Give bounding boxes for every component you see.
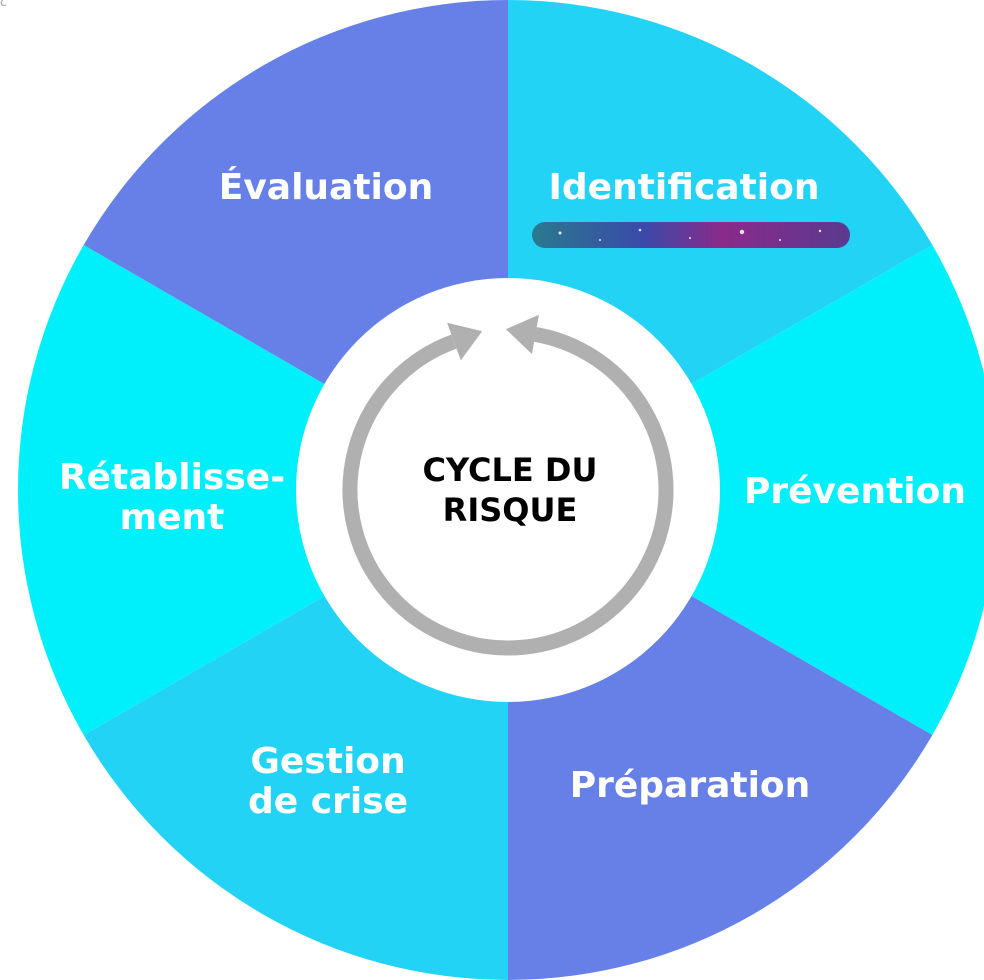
segment-label-gestion: Gestion de crise — [198, 742, 458, 822]
segment-label-retablissement-line2: ment — [119, 497, 225, 538]
segment-label-evaluation: Évaluation — [218, 167, 434, 208]
segment-label-retablissement: Rétablisse- ment — [22, 458, 322, 538]
galaxy-stars — [558, 228, 822, 241]
segment-label-gestion-line1: Gestion — [250, 741, 406, 782]
segment-label-preparation: Préparation — [569, 765, 811, 806]
center-title: CYCLE DU RISQUE — [392, 450, 628, 530]
segment-label-retablissement-line1: Rétablisse- — [58, 457, 286, 498]
corner-mark: c — [0, 0, 8, 10]
segment-label-identification: Identification — [548, 167, 820, 208]
cycle-arrow-icon — [342, 326, 674, 656]
segment-prevention — [508, 245, 984, 735]
center-title-line2: RISQUE — [442, 491, 578, 529]
segment-label-gestion-line2: de crise — [248, 781, 408, 822]
center-title-line1: CYCLE DU — [422, 451, 598, 489]
center-hub — [296, 278, 720, 702]
segment-label-prevention: Prévention — [744, 471, 966, 512]
arrow-head-icon — [447, 322, 483, 361]
arrow-head-icon — [505, 314, 539, 355]
segment-retablissement — [17, 245, 508, 735]
galaxy-banner-image — [532, 222, 850, 248]
